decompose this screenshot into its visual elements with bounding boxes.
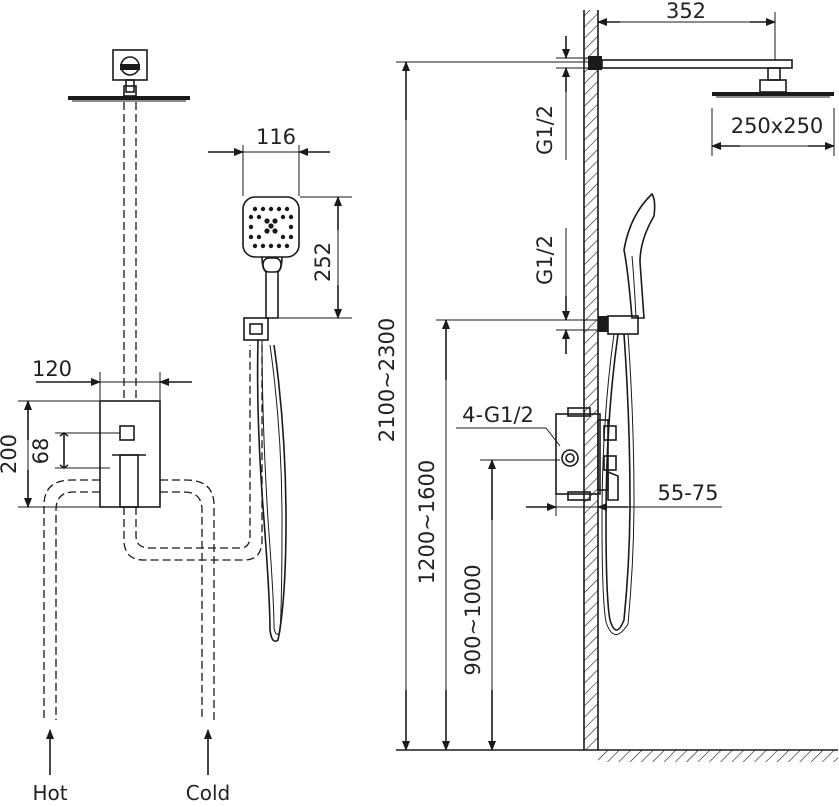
side-view: 352 250x250 G1/2 2100~2300 [375,0,838,762]
riser-pipe [123,102,137,400]
dim-handshower-width: 116 [208,125,330,196]
dim-label-4-g12: 4-G1/2 [462,403,534,427]
rain-head-side-icon [712,79,834,98]
dim-label-120: 120 [32,357,72,381]
hot-label: Hot [32,781,67,802]
dim-mixer-width: 120 [32,357,192,400]
dim-head-size: 250x250 [711,108,835,156]
dim-valve-thread: 4-G1/2 [456,403,561,447]
dim-valve-height: 900~1000 [461,459,560,751]
dim-thread-mid: G1/2 [436,228,598,354]
rain-head-front-icon [68,85,190,102]
dim-label-200: 200 [0,434,21,474]
dim-outlet-height: 1200~1600 [415,319,450,751]
dim-handshower-height: 252 [268,196,352,319]
dim-arm-length: 352 [597,0,776,60]
dim-mixer-offset: 68 [29,432,120,469]
spray-nozzles [248,206,294,249]
valve-body-icon [555,407,619,501]
dim-label-68: 68 [29,438,53,465]
supply-pipes [43,345,263,720]
dim-mixer-height: 200 [0,400,100,508]
dim-label-252: 252 [311,242,335,282]
hand-shower-side-icon [601,192,656,635]
dim-label-g12-mid: G1/2 [533,235,557,285]
cold-label: Cold [186,781,230,802]
hose-outlet [598,315,639,335]
dim-wall-depth: 55-75 [526,481,722,516]
wall [583,10,599,750]
floor [396,749,838,762]
dim-overall-height: 2100~2300 [375,61,588,751]
dim-label-55-75: 55-75 [657,481,718,505]
mixer-plate [99,400,161,508]
shower-arm [588,56,793,81]
dim-label-g12-top: G1/2 [533,105,557,155]
dim-label-2100-2300: 2100~2300 [375,318,399,442]
dim-label-250x250: 250x250 [731,114,824,138]
dim-thread-top: G1/2 [533,36,588,160]
hand-shower-front-icon [242,196,300,643]
dim-label-116: 116 [256,125,296,149]
front-view: 116 252 120 200 [0,49,352,805]
dim-label-900-1000: 900~1000 [461,564,485,675]
dim-label-352: 352 [666,0,706,23]
dim-label-1200-1600: 1200~1600 [415,460,439,584]
